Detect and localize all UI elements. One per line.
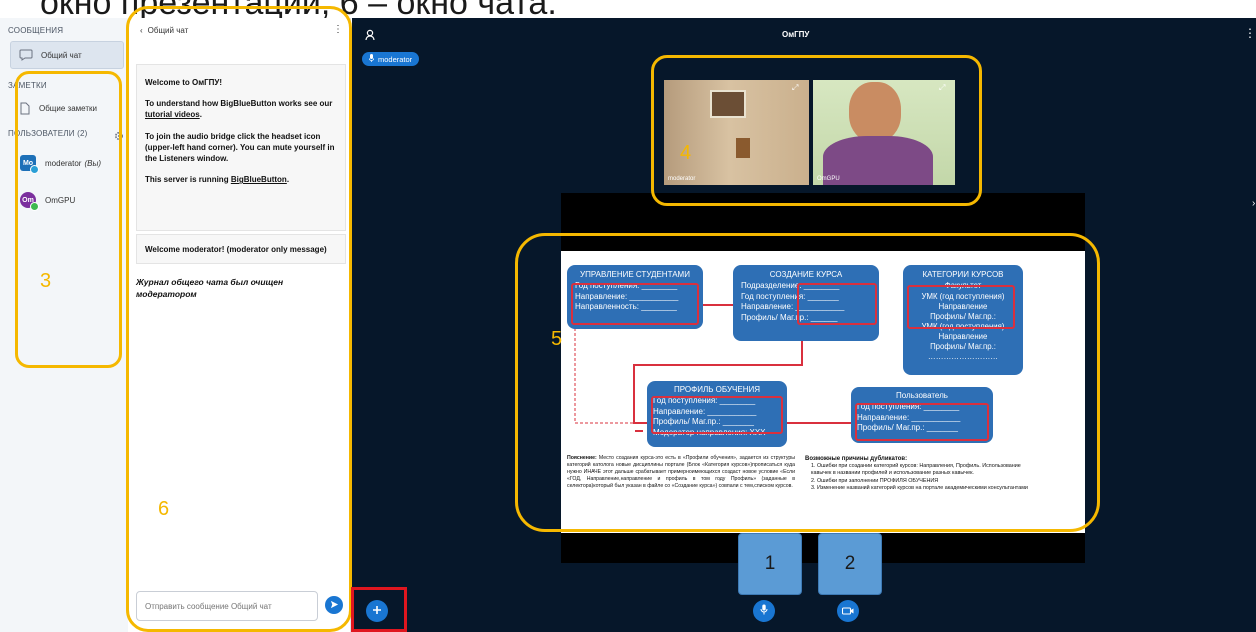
audio-paragraph: To join the audio bridge click the heads… <box>145 131 335 163</box>
user-icon[interactable] <box>365 28 375 41</box>
send-message-button[interactable] <box>325 596 343 614</box>
video-tile-omgpu[interactable]: ⤢ OmGPU <box>813 80 955 185</box>
microphone-button[interactable] <box>753 600 775 622</box>
annotation-frame-users <box>15 71 122 368</box>
public-chat-label: Общий чат <box>41 50 82 60</box>
video-label: OmGPU <box>817 176 840 182</box>
chat-bubble-icon <box>19 49 33 61</box>
red-highlight <box>855 403 989 441</box>
options-menu-icon[interactable]: ⋮ <box>1244 26 1256 40</box>
video-tile-moderator[interactable]: ⤢ moderator <box>664 80 809 185</box>
tutorial-videos-link[interactable]: tutorial videos <box>145 110 200 120</box>
notes-header: ЗАМЕТКИ <box>8 81 47 90</box>
box-course-creation: СОЗДАНИЕ КУРСА Подразделение: ________Го… <box>733 265 879 341</box>
server-paragraph: This server is running BigBlueButton. <box>145 175 290 185</box>
moderator-message: Welcome moderator! (moderator only messa… <box>136 234 346 264</box>
presentation-slide: УПРАВЛЕНИЕ СТУДЕНТАМИ Год поступления: _… <box>561 193 1085 563</box>
box-study-profile: ПРОФИЛЬ ОБУЧЕНИЯ Год поступления: ______… <box>647 381 787 447</box>
person-body <box>823 136 933 185</box>
camera-icon <box>841 602 854 620</box>
annotation-frame-presentation <box>515 233 1100 532</box>
user-you-suffix: (Вы) <box>84 158 102 168</box>
mic-icon <box>368 54 375 64</box>
annotation-number-2: 2 <box>818 533 882 595</box>
chevron-left-icon: ‹ <box>140 26 143 35</box>
presenter-badge[interactable]: moderator <box>362 52 420 66</box>
mic-status-icon <box>30 165 39 174</box>
wall-picture <box>710 90 746 118</box>
slide-note-left: Пояснение: Место создания курса-это есть… <box>567 455 795 490</box>
box-student-management: УПРАВЛЕНИЕ СТУДЕНТАМИ Год поступления: _… <box>567 265 703 329</box>
red-highlight <box>907 285 1015 329</box>
users-header: ПОЛЬЗОВАТЕЛИ (2) <box>8 129 88 138</box>
chat-back-button[interactable]: ‹ Общий чат <box>140 26 188 35</box>
chat-panel: ‹ Общий чат ⋮ Welcome to ОмГПУ! To under… <box>128 18 351 632</box>
bigbluebutton-link[interactable]: BigBlueButton <box>230 175 287 185</box>
annotation-number-4: 4 <box>680 142 692 164</box>
more-options-icon[interactable]: ⋮ <box>333 24 343 35</box>
slide-note-right: Возможные причины дубликатов: 1. Ошибки … <box>805 456 1028 491</box>
user-name: moderator <box>45 158 82 168</box>
annotation-number-6: 6 <box>158 498 170 520</box>
user-item-omgpu[interactable]: Om OmGPU <box>20 189 124 211</box>
tutorial-paragraph: To understand how BigBlueButton works se… <box>145 99 333 120</box>
mic-status-icon <box>30 202 39 211</box>
red-highlight <box>571 283 699 325</box>
welcome-line: Welcome to ОмГПУ! <box>145 78 223 87</box>
chat-message-input[interactable] <box>136 591 318 621</box>
annotation-red-frame <box>351 587 407 632</box>
chat-title: Общий чат <box>147 26 189 35</box>
red-highlight <box>651 396 783 434</box>
avatar: Om <box>20 192 39 211</box>
slide-top-bar <box>561 193 1085 251</box>
caption-text: окно презентации, 6 – окно чата. <box>40 0 557 22</box>
user-item-moderator[interactable]: Mo moderator (Вы) <box>20 152 124 174</box>
wall-picture <box>736 138 750 158</box>
send-icon <box>330 596 339 614</box>
avatar: Mo <box>20 155 39 174</box>
chat-cleared-message: Журнал общего чата был очищен модераторо… <box>136 277 284 300</box>
annotation-number-5: 5 <box>551 328 563 350</box>
red-highlight <box>797 283 877 325</box>
actions-plus-button[interactable] <box>366 600 388 622</box>
user-name: OmGPU <box>45 195 76 205</box>
person-head <box>849 82 901 142</box>
messages-header: СООБЩЕНИЯ <box>8 26 64 35</box>
camera-button[interactable] <box>837 600 859 622</box>
annotation-frame-video <box>651 55 982 206</box>
user-list-panel: СООБЩЕНИЯ Общий чат ЗАМЕТКИ Общие заметк… <box>0 18 129 632</box>
expand-icon[interactable]: ⤢ <box>792 83 799 92</box>
annotation-number-3: 3 <box>40 270 52 292</box>
shared-notes-item[interactable]: Общие заметки <box>20 97 120 119</box>
annotation-frame-chat <box>126 6 352 632</box>
public-chat-item[interactable]: Общий чат <box>10 41 124 69</box>
video-label: moderator <box>668 176 696 182</box>
expand-icon[interactable]: ⤢ <box>939 83 946 92</box>
chevron-right-icon[interactable]: › <box>1252 198 1256 209</box>
document-icon <box>20 102 30 115</box>
annotation-number-1: 1 <box>738 533 802 595</box>
microphone-icon <box>760 602 768 620</box>
shared-notes-label: Общие заметки <box>39 103 97 113</box>
meeting-title: ОмГПУ <box>782 30 810 39</box>
welcome-message-card: Welcome to ОмГПУ! To understand how BigB… <box>136 64 346 231</box>
plus-icon <box>372 602 382 620</box>
box-user: Пользователь Год поступления: ________На… <box>851 387 993 443</box>
